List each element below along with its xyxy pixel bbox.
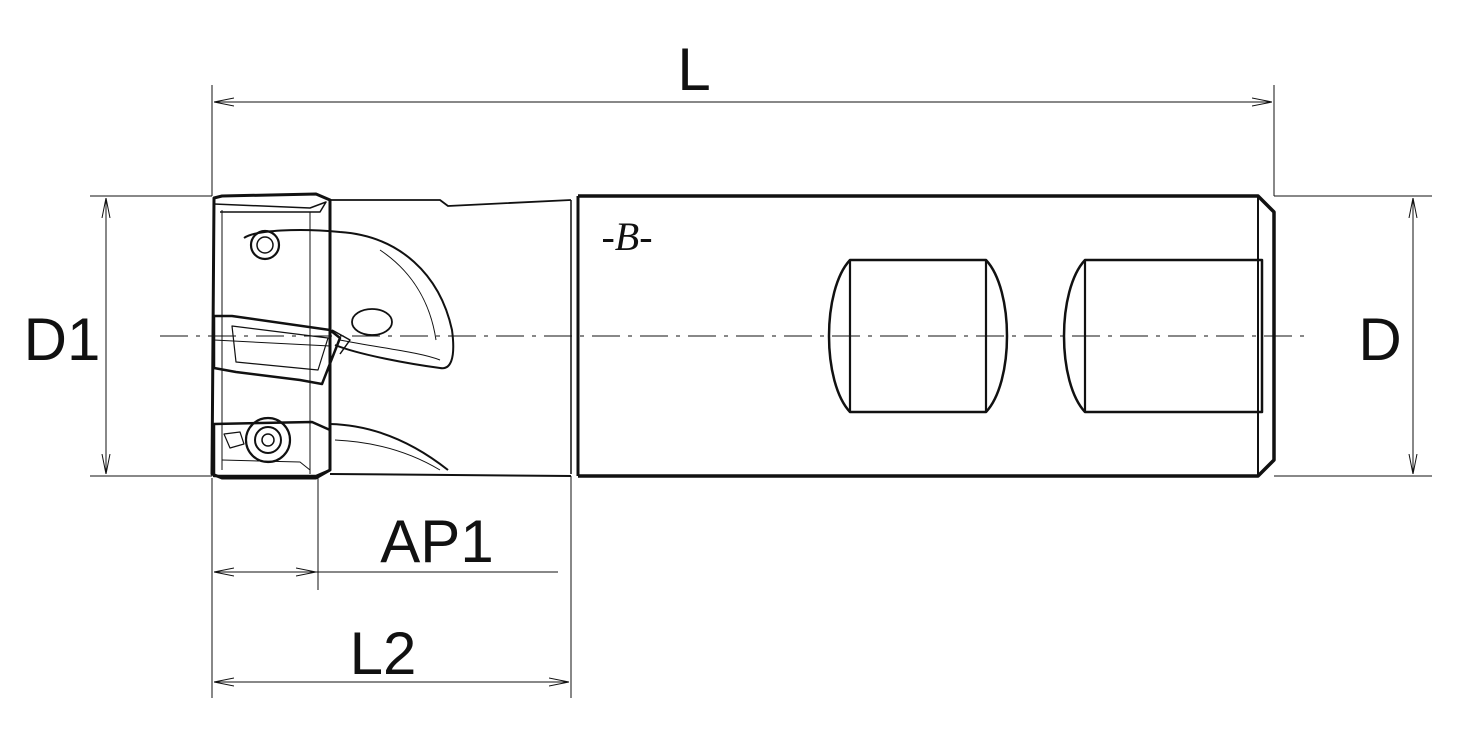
label-d: D — [1358, 306, 1401, 373]
middle-insert-tip — [331, 329, 351, 355]
upper-flute-curve — [379, 249, 437, 341]
lower-insert-facet — [221, 459, 311, 471]
insert-seat-top — [213, 201, 327, 213]
lower-insert-detail — [223, 431, 245, 449]
lower-screw-inner — [261, 433, 275, 447]
middle-insert — [212, 314, 342, 386]
lower-screw-mid — [254, 426, 282, 454]
middle-insert-edge — [213, 339, 331, 347]
head-bottom-edge — [329, 473, 572, 477]
dimension-lines — [106, 102, 1413, 682]
coolant-hole — [351, 308, 393, 336]
lower-flute — [329, 423, 449, 471]
head-top-edge — [330, 199, 572, 207]
upper-flute-shadow — [339, 339, 441, 361]
datum-label-b: -B- — [601, 214, 652, 259]
label-l: L — [677, 36, 710, 103]
label-l2: L2 — [350, 620, 417, 687]
upper-screw-inner — [256, 236, 274, 254]
label-d1: D1 — [24, 306, 101, 373]
lower-flute-inner — [334, 439, 441, 471]
lower-insert — [212, 420, 332, 478]
label-ap1: AP1 — [380, 508, 493, 575]
extension-lines — [90, 85, 1432, 698]
lower-screw-outer — [244, 416, 292, 464]
middle-insert-facet — [231, 325, 329, 371]
upper-flute — [243, 229, 455, 370]
upper-screw-outer — [249, 229, 281, 261]
